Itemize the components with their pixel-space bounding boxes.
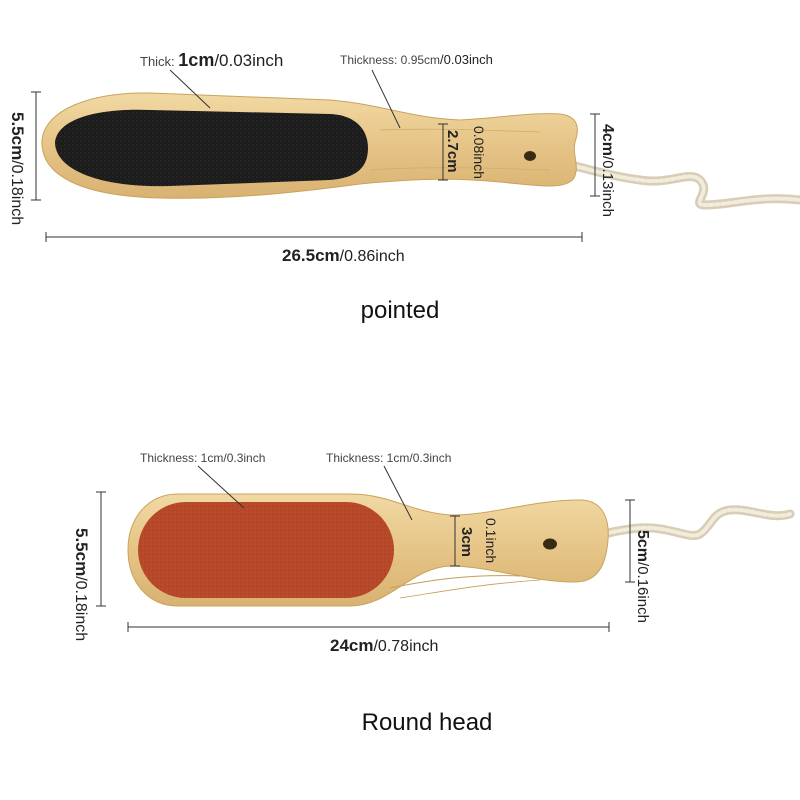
red-sanding-pad — [138, 502, 394, 598]
pointed-thickness-label: Thickness: 0.95cm/0.03inch — [340, 52, 493, 67]
round-handle-label: 5cm/0.16inch — [634, 530, 651, 623]
round-neck-label: 3cm — [458, 527, 475, 557]
round-thickness-right-label: Thickness: 1cm/0.3inch — [326, 451, 451, 465]
pointed-length-label: 26.5cm/0.86inch — [282, 246, 405, 265]
pointed-foot-file — [41, 92, 800, 210]
hang-hole — [543, 538, 557, 550]
round-head-foot-file — [127, 493, 795, 607]
pointed-width-label: 5.5cm/0.18inch — [8, 112, 27, 225]
round-neck-inch-label: 0.1inch — [483, 518, 499, 563]
round-width-label: 5.5cm/0.18inch — [72, 528, 91, 641]
pointed-thick-label: Thick: 1cm/0.03inch — [140, 50, 283, 70]
black-sanding-pad — [55, 109, 368, 187]
hang-hole — [524, 151, 536, 161]
pointed-neck-inch-label: 0.08inch — [471, 126, 487, 179]
pointed-neck-label: 2.7cm — [444, 130, 461, 173]
round-length-label: 24cm/0.78inch — [330, 636, 438, 655]
round-caption: Round head — [362, 709, 493, 736]
pointed-handle-label: 4cm/0.13inch — [599, 124, 616, 217]
round-thickness-left-label: Thickness: 1cm/0.3inch — [140, 451, 265, 465]
pointed-caption: pointed — [361, 297, 440, 324]
